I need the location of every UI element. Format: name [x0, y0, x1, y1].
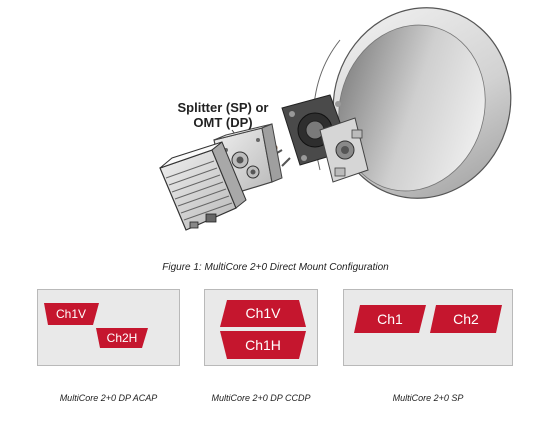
figure-caption: Figure 1: MultiCore 2+0 Direct Mount Con… — [162, 262, 389, 273]
channel-label-ch2: Ch2 — [453, 311, 479, 327]
radio-unit — [159, 141, 247, 231]
channel-label-ch1h: Ch1H — [245, 337, 281, 353]
splitter-label-line2: OMT (DP) — [193, 115, 253, 130]
channel-block-ch1h — [220, 331, 306, 359]
caption-ccdp: MultiCore 2+0 DP CCDP — [211, 393, 311, 403]
channel-block-ch1v — [44, 303, 99, 325]
acap-channel-shapes — [44, 303, 148, 348]
channel-block-ch1 — [354, 305, 426, 333]
direct-mount-illustration — [159, 7, 512, 231]
channel-label-ch1v: Ch1V — [245, 305, 281, 321]
channel-label-ch1v: Ch1V — [55, 307, 87, 321]
sp-channel-shapes — [354, 305, 502, 333]
config-panel-sp: Ch1 Ch2 — [343, 289, 513, 366]
channel-block-ch2h — [96, 328, 148, 348]
channel-label-ch2h: Ch2H — [106, 331, 138, 345]
splitter-label-line1: Splitter (SP) or — [177, 100, 269, 115]
channel-block-ch1v — [220, 300, 306, 327]
channel-label-ch1: Ch1 — [377, 311, 403, 327]
dish-antenna — [268, 7, 512, 199]
caption-sp: MultiCore 2+0 SP — [392, 393, 464, 403]
channel-block-ch2 — [430, 305, 502, 333]
splitter-omt-label: Splitter (SP) or OMT (DP) — [168, 100, 278, 130]
ccdp-channel-shapes — [220, 300, 306, 359]
config-panel-ccdp: Ch1V Ch1H — [204, 289, 318, 366]
antenna-hub — [319, 117, 369, 183]
config-panel-acap: Ch1V Ch2H — [37, 289, 180, 366]
caption-acap: MultiCore 2+0 DP ACAP — [59, 393, 158, 403]
